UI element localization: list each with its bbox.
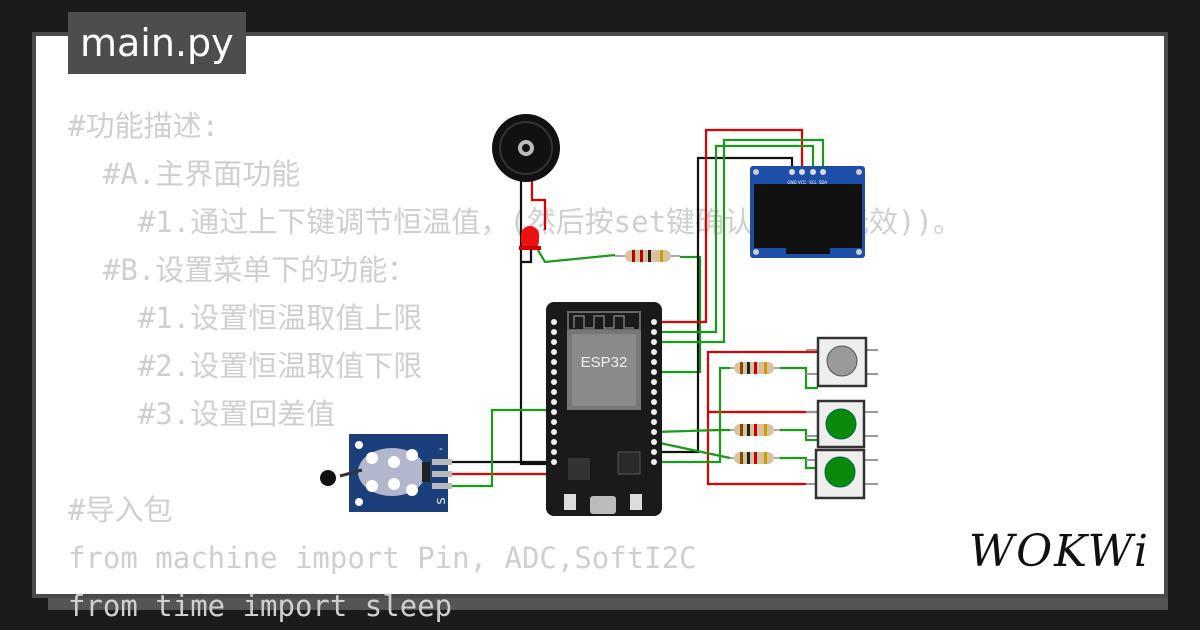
esp32-pin: [651, 339, 657, 345]
resistor-button1[interactable]: [730, 362, 780, 374]
code-line: #3.设置回差值: [68, 397, 336, 431]
esp32-pin: [551, 449, 557, 455]
esp32-pin: [551, 459, 557, 465]
wire-button3-sig[interactable]: [654, 440, 731, 460]
esp32-pin: [651, 429, 657, 435]
wires: [450, 128, 825, 488]
esp32-pin: [551, 419, 557, 425]
ntc-sensor-module[interactable]: [320, 434, 452, 512]
esp32-pin: [651, 359, 657, 365]
wokwi-logo: WOKWi: [968, 526, 1150, 577]
code-line: from time import sleep: [68, 589, 453, 623]
wire-oled-sda[interactable]: [655, 138, 825, 344]
wire-sensor-sig[interactable]: [450, 408, 556, 488]
pushbutton-gray[interactable]: [806, 336, 878, 388]
wire-oled-scl[interactable]: [655, 144, 815, 334]
wire-button2-sig[interactable]: [654, 428, 730, 434]
buzzer[interactable]: [492, 114, 560, 182]
esp32-pin: [551, 429, 557, 435]
esp32-label: ESP32: [581, 354, 628, 371]
esp32-pin: [651, 449, 657, 455]
esp32-pin: [551, 409, 557, 415]
oled-pin-scl: SCL: [809, 180, 817, 185]
code-background: #功能描述: #A.主界面功能 #1.通过上下键调节恒温值，(然后按set键确认…: [68, 102, 962, 630]
wire-button-vcc[interactable]: [706, 350, 818, 486]
code-line: from machine import Pin, ADC,SoftI2C: [68, 541, 697, 575]
esp32-pin: [551, 339, 557, 345]
wire-r3-button3[interactable]: [780, 456, 818, 470]
sensor-s-label: S: [435, 497, 448, 504]
esp32-pin: [551, 329, 557, 335]
esp32-pin: [551, 379, 557, 385]
esp32-pin: [551, 359, 557, 365]
esp32-pin: [651, 439, 657, 445]
wire-led-green[interactable]: [537, 249, 616, 264]
code-line: #功能描述:: [68, 109, 219, 143]
esp32-pin: [551, 389, 557, 395]
esp32-pin: [651, 329, 657, 335]
code-line: #导入包: [68, 493, 173, 527]
red-led[interactable]: [519, 226, 541, 250]
wire-button1-sig[interactable]: [655, 366, 730, 464]
esp32-board[interactable]: [546, 302, 662, 516]
esp32-pin: [651, 319, 657, 325]
code-line: #A.主界面功能: [68, 157, 301, 191]
esp32-pin: [651, 379, 657, 385]
sensor-minus-label: -: [439, 442, 443, 455]
esp32-pin: [651, 419, 657, 425]
code-line: #B.设置菜单下的功能：: [68, 253, 417, 287]
code-line: #2.设置恒温取值下限: [68, 349, 423, 383]
pushbutton-green-2[interactable]: [806, 448, 878, 500]
wire-oled-gnd[interactable]: [655, 156, 794, 454]
esp32-pin: [551, 349, 557, 355]
resistor-button3[interactable]: [730, 452, 780, 464]
oled-pin-gnd: GND: [787, 180, 796, 185]
esp32-pin: [651, 399, 657, 405]
wire-oled-vcc[interactable]: [655, 128, 804, 324]
esp32-pin: [551, 439, 557, 445]
code-line: #1.设置恒温取值上限: [68, 301, 423, 335]
esp32-pin: [551, 399, 557, 405]
esp32-pin: [551, 319, 557, 325]
esp32-pin: [551, 369, 557, 375]
wire-r1-button1[interactable]: [780, 366, 818, 390]
resistor-led[interactable]: [615, 250, 680, 262]
wire-resistor-green[interactable]: [655, 255, 702, 374]
file-tab[interactable]: main.py: [68, 12, 246, 74]
oled-pin-sda: SDA: [819, 180, 828, 185]
oled-display[interactable]: [750, 166, 865, 258]
esp32-pin: [651, 349, 657, 355]
pushbutton-green-1[interactable]: [806, 399, 878, 449]
esp32-pin: [651, 369, 657, 375]
esp32-pin: [651, 409, 657, 415]
wire-led-black[interactable]: [520, 250, 533, 264]
oled-pin-vcc: VCC: [798, 180, 807, 185]
esp32-pin-headers: [551, 319, 657, 465]
esp32-pin: [651, 389, 657, 395]
wire-buzzer-red[interactable]: [530, 180, 547, 230]
resistor-button2[interactable]: [730, 424, 780, 436]
esp32-pin: [651, 459, 657, 465]
wire-buzzer-black[interactable]: [519, 180, 556, 466]
